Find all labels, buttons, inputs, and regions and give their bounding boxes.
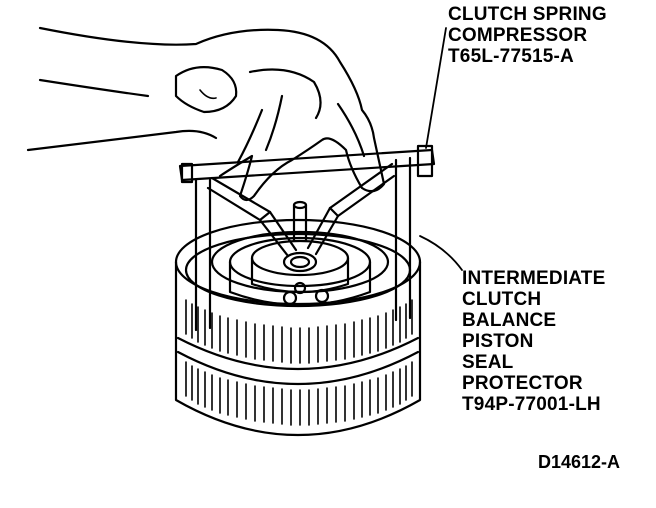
protector-line-1: INTERMEDIATE — [462, 268, 606, 289]
protector-line-3: BALANCE — [462, 310, 557, 331]
protector-line-4: PISTON — [462, 331, 534, 352]
compressor-line-3: T65L-77515-A — [448, 46, 574, 67]
figure-id: D14612-A — [538, 452, 621, 472]
leader-lines — [419, 27, 463, 271]
protector-line-6: PROTECTOR — [462, 373, 583, 394]
piston-hub — [210, 200, 390, 307]
protector-line-5: SEAL — [462, 352, 514, 373]
protector-callout: INTERMEDIATE CLUTCH BALANCE PISTON SEAL … — [462, 268, 606, 415]
clutch-drum — [174, 218, 422, 436]
drum-splines-lower — [185, 361, 413, 426]
protector-line-2: CLUTCH — [462, 289, 542, 310]
compressor-tool — [178, 144, 436, 332]
compressor-line-1: CLUTCH SPRING — [448, 4, 607, 25]
compressor-line-2: COMPRESSOR — [448, 25, 588, 46]
drum-splines-upper — [185, 299, 413, 364]
compressor-callout: CLUTCH SPRING COMPRESSOR T65L-77515-A — [448, 4, 607, 67]
protector-line-7: T94P-77001-LH — [462, 394, 601, 415]
hand-illustration — [26, 26, 386, 202]
